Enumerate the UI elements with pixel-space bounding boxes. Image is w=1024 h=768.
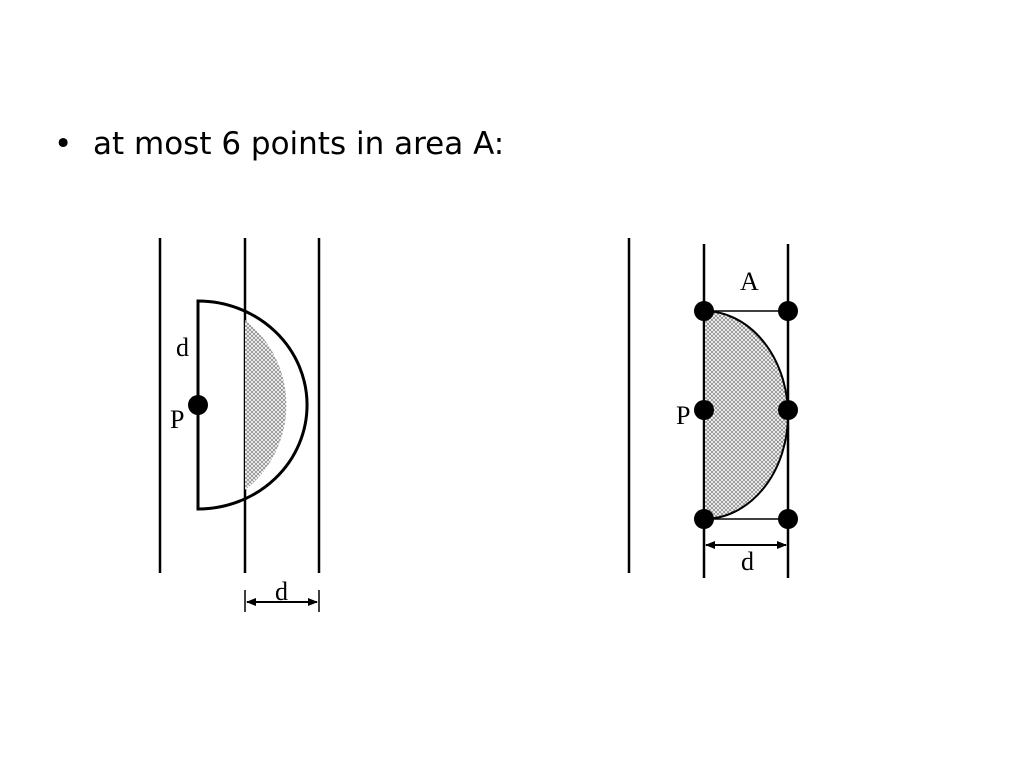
right-point-top-left [694,301,714,321]
right-point-bottom-left [694,509,714,529]
right-label-p: P [676,401,690,430]
bullet-item: • at most 6 points in area A: [54,126,504,162]
left-label-p: P [170,405,184,434]
right-point-bottom-right [778,509,798,529]
left-point-p [188,395,208,415]
left-label-d: d [176,333,189,362]
right-point-p [694,400,714,420]
right-figure: A P d [627,238,798,578]
right-label-a: A [740,267,759,296]
left-shaded-region [245,320,287,490]
right-point-top-right [778,301,798,321]
right-half-disk [703,309,789,521]
left-figure: d P d [158,238,321,612]
left-half-disk [196,299,309,511]
left-label-width-d: d [275,577,288,606]
right-point-mid-right [778,400,798,420]
bullet-text: at most 6 points in area A: [93,126,505,162]
right-label-width-d: d [741,547,754,576]
bullet-marker: • [54,126,73,162]
